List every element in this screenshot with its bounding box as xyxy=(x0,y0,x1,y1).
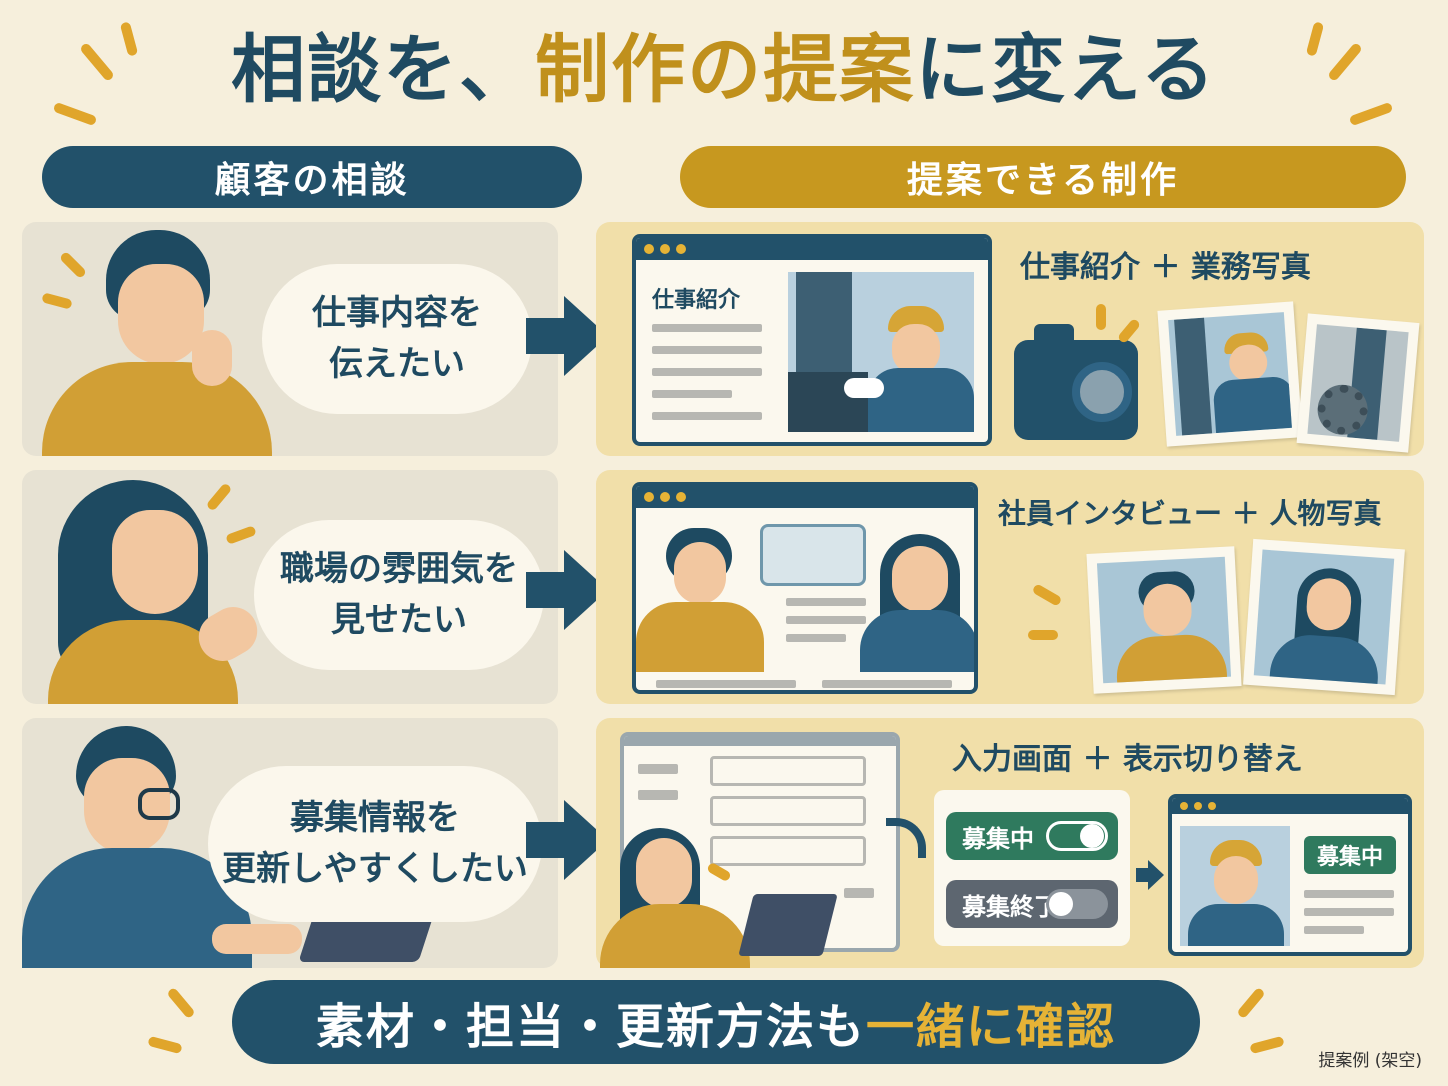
toggle-card: 募集中 募集終了 xyxy=(934,790,1130,946)
status-badge: 募集中 xyxy=(1304,836,1396,874)
consult-line: 募集情報を xyxy=(290,798,460,838)
page-title: 相談を、制作の提案に変える xyxy=(0,27,1448,113)
spark-icon xyxy=(1096,304,1106,330)
arrow-right-icon xyxy=(1148,860,1164,890)
consult-line: 見せたい xyxy=(331,600,467,640)
footer-part2: 一緒に確認 xyxy=(866,999,1117,1055)
laptop-icon xyxy=(738,894,838,956)
person-face xyxy=(84,758,170,854)
browser-window: 仕事紹介 xyxy=(632,234,992,446)
banner-proposal: 提案できる制作 xyxy=(680,146,1406,208)
browser-window xyxy=(632,482,978,694)
spark-icon xyxy=(1028,630,1058,640)
staff-photo-woman xyxy=(1243,538,1405,696)
proposal-title-1: 仕事紹介 ＋ 業務写真 xyxy=(1020,250,1311,285)
glasses-icon xyxy=(138,788,180,820)
consult-panel-3: 募集情報を 更新しやすくしたい xyxy=(22,718,558,968)
window-heading: 仕事紹介 xyxy=(652,288,741,313)
title-part1: 相談を、 xyxy=(231,27,536,113)
spark-icon xyxy=(58,250,88,280)
switch-off[interactable] xyxy=(1046,889,1108,919)
form-field xyxy=(710,796,866,826)
spark-icon xyxy=(147,1035,183,1055)
title-part3: に変える xyxy=(915,27,1217,113)
consult-bubble-3: 募集情報を 更新しやすくしたい xyxy=(208,766,542,922)
footer-part1: 素材・担当・更新方法も xyxy=(315,999,866,1055)
proposal-panel-2: 社員インタビュー ＋ 人物写真 xyxy=(596,470,1424,704)
form-field xyxy=(710,756,866,786)
spark-icon xyxy=(1249,1035,1285,1055)
toggle-recruiting[interactable]: 募集中 xyxy=(946,812,1118,860)
form-field xyxy=(710,836,866,866)
spark-icon xyxy=(166,986,196,1020)
consult-bubble-2: 職場の雰囲気を 見せたい xyxy=(254,520,544,670)
arrow-shaft xyxy=(1136,868,1150,882)
staff-photo-man xyxy=(1086,546,1242,694)
consult-line: 伝えたい xyxy=(329,344,465,384)
switch-on[interactable] xyxy=(1046,821,1108,851)
consult-panel-2: 職場の雰囲気を 見せたい xyxy=(22,470,558,704)
proposal-title-3: 入力画面 ＋ 表示切り替え xyxy=(952,742,1303,777)
person-face xyxy=(118,264,204,364)
consult-bubble-1: 仕事内容を 伝えたい xyxy=(262,264,532,414)
title-part2: 制作の提案 xyxy=(535,27,916,113)
arrow-shaft xyxy=(526,572,566,608)
person-hand xyxy=(212,924,302,954)
speech-bubble-icon xyxy=(760,524,866,586)
curved-arrow-icon xyxy=(886,818,926,858)
person-body xyxy=(42,362,272,456)
person-body xyxy=(600,904,750,968)
proposal-panel-1: 仕事紹介 仕事紹介 ＋ 業務写真 xyxy=(596,222,1424,456)
consult-line: 仕事内容を xyxy=(312,293,482,333)
spark-icon xyxy=(205,482,233,512)
result-window: 募集中 xyxy=(1168,794,1412,956)
worker-photo xyxy=(788,272,974,432)
banner-consultation: 顧客の相談 xyxy=(42,146,582,208)
proposal-panel-3: 入力画面 ＋ 表示切り替え 募集中 募集終了 募集中 xyxy=(596,718,1424,968)
person-face xyxy=(636,838,692,908)
person-hand xyxy=(192,330,232,386)
spark-icon xyxy=(225,525,257,545)
toggle-label: 募集中 xyxy=(962,824,1034,853)
toggle-label: 募集終了 xyxy=(962,892,1058,921)
arrow-shaft xyxy=(526,318,566,354)
arrow-shaft xyxy=(526,822,566,858)
example-note: 提案例 (架空) xyxy=(1318,1051,1422,1071)
spark-icon xyxy=(1031,583,1063,607)
camera-icon xyxy=(1014,324,1138,440)
spark-icon xyxy=(1236,986,1266,1020)
proposal-title-2: 社員インタビュー ＋ 人物写真 xyxy=(998,497,1382,530)
consult-line: 職場の雰囲気を xyxy=(280,549,518,589)
consult-line: 更新しやすくしたい xyxy=(222,849,528,889)
person-face xyxy=(112,510,198,614)
consult-panel-1: 仕事内容を 伝えたい xyxy=(22,222,558,456)
worker-photo xyxy=(1180,826,1290,946)
spark-icon xyxy=(41,292,73,310)
work-photo xyxy=(1157,301,1303,447)
footer-banner: 素材・担当・更新方法も一緒に確認 xyxy=(232,980,1200,1064)
toggle-closed[interactable]: 募集終了 xyxy=(946,880,1118,928)
machine-photo xyxy=(1296,313,1420,453)
